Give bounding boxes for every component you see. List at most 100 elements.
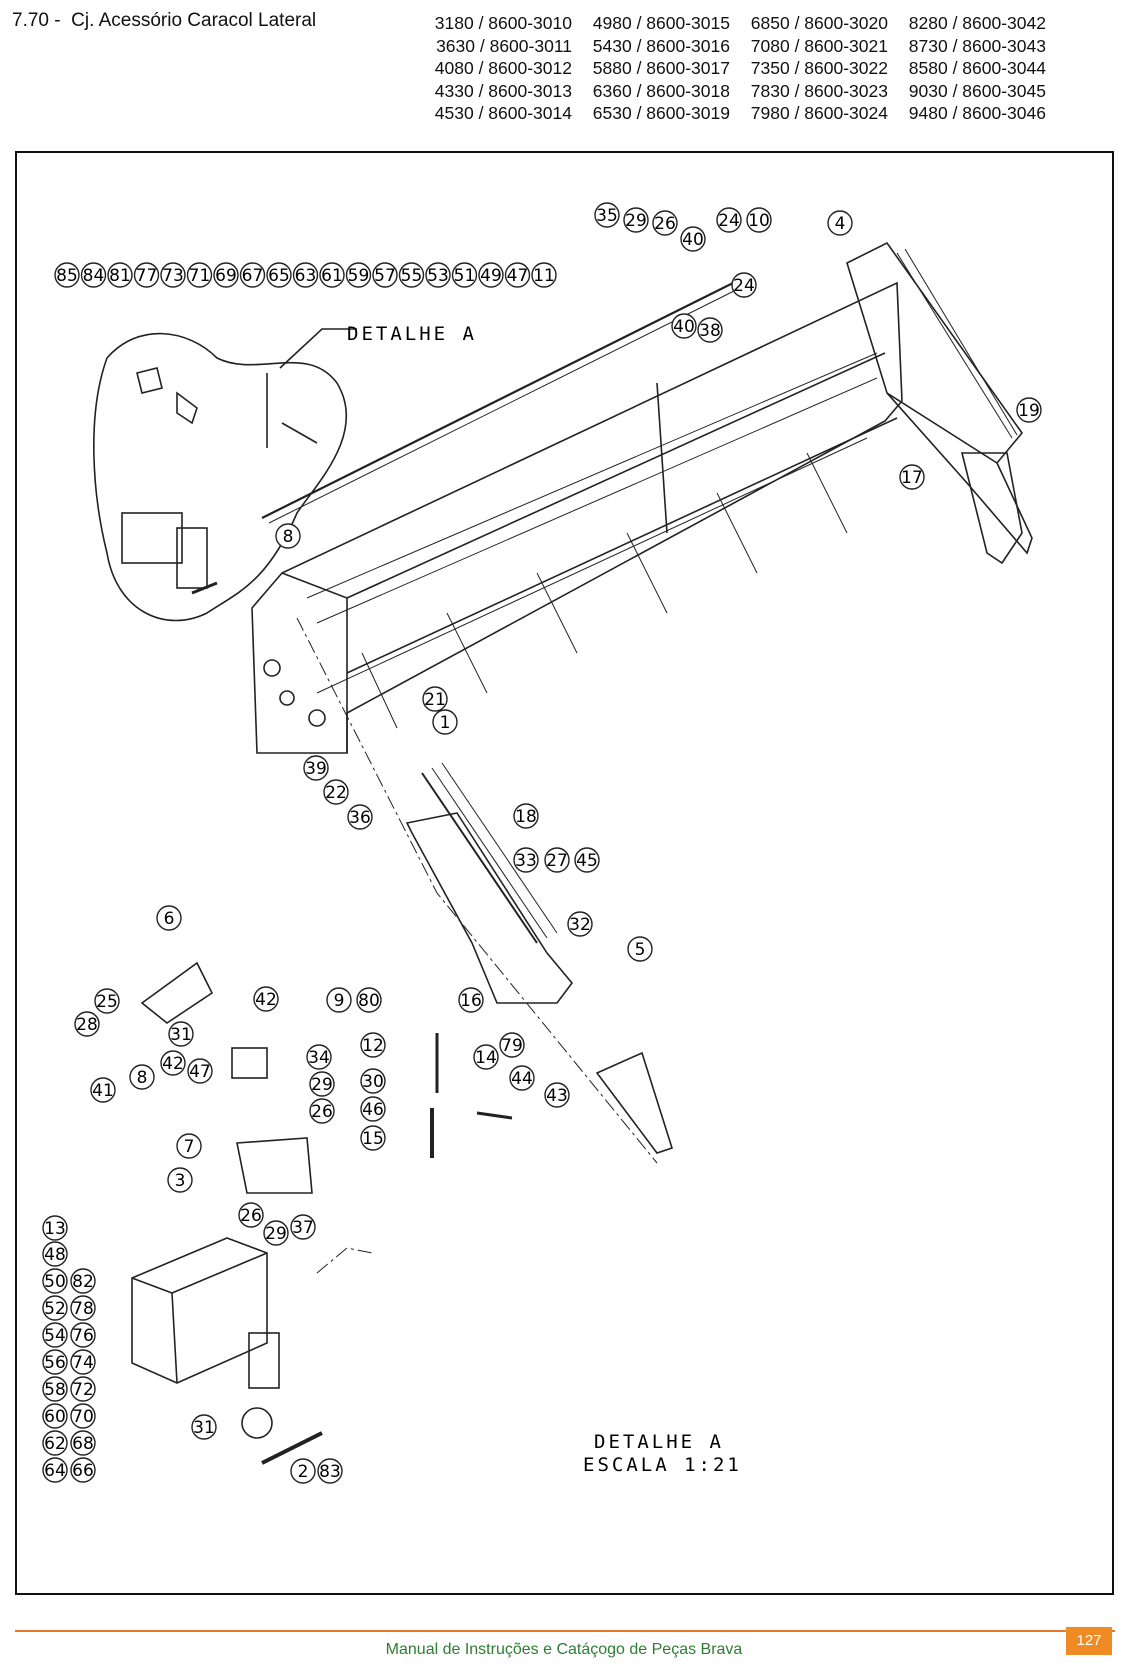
callout-circle [187, 1058, 213, 1084]
callout-bubble: 52 [42, 1295, 68, 1321]
callout-number: 43 [546, 1086, 568, 1106]
callout-number: 72 [72, 1380, 94, 1400]
model-code: 4330 / 8600-3013 [434, 80, 572, 101]
callout-bubble: 11 [531, 262, 557, 288]
callout-number: 60 [44, 1407, 66, 1427]
callout-circle [306, 1044, 332, 1070]
callout-bubble: 36 [347, 804, 373, 830]
model-code: 6850 / 8600-3020 [750, 13, 888, 33]
callout-bubble: 40 [680, 226, 706, 252]
callout-number: 81 [109, 266, 131, 286]
callout-circle [156, 905, 182, 931]
callout-circle [309, 1098, 335, 1124]
callout-circle [323, 779, 349, 805]
callout-bubble: 42 [160, 1050, 186, 1076]
callout-number: 84 [83, 266, 105, 286]
callout-number: 29 [311, 1075, 333, 1095]
callout-circle [513, 847, 539, 873]
callout-number: 2 [298, 1462, 309, 1482]
callout-number: 8 [137, 1068, 148, 1088]
callout-bubble: 81 [107, 262, 133, 288]
callout-number: 38 [699, 321, 721, 341]
callout-bubble: 53 [425, 262, 451, 288]
callout-bubble: 33 [513, 847, 539, 873]
callout-circle [253, 986, 279, 1012]
callout-number: 54 [44, 1326, 66, 1346]
callout-circle [372, 262, 398, 288]
callout-bubble: 8 [129, 1064, 155, 1090]
callout-bubble: 80 [356, 987, 382, 1013]
callout-circle [94, 988, 120, 1014]
callout-circle [303, 755, 329, 781]
callout-bubble: 12 [360, 1032, 386, 1058]
callout-bubble: 54 [42, 1322, 68, 1348]
callout-bubble: 10 [746, 207, 772, 233]
callout-number: 47 [507, 266, 529, 286]
callout-circle [239, 262, 266, 288]
model-column-3: 6850 / 8600-3020 7080 / 8600-3021 7350 /… [746, 12, 888, 125]
callout-bubble: 48 [42, 1241, 68, 1267]
oil-tank [131, 1237, 268, 1384]
callout-number: 82 [72, 1272, 94, 1292]
callout-number: 26 [240, 1206, 262, 1226]
callout-circle [326, 987, 352, 1013]
callout-bubble: 60 [42, 1403, 68, 1429]
callout-number: 18 [515, 807, 537, 827]
callout-number: 44 [511, 1069, 533, 1089]
callout-number: 67 [242, 266, 264, 286]
callout-bubble: 47 [187, 1058, 213, 1084]
callout-number: 42 [255, 990, 277, 1010]
callout-bubble: 27 [544, 847, 570, 873]
callout-number: 30 [362, 1072, 384, 1092]
callout-circle [42, 1215, 68, 1241]
callout-bubble: 64 [42, 1457, 68, 1483]
callout-bubble: 37 [290, 1214, 316, 1240]
callout-bubble: 26 [309, 1098, 335, 1124]
callout-circle [42, 1322, 68, 1348]
callout-circle [292, 262, 319, 288]
callout-circle [186, 262, 213, 288]
callout-circle [680, 226, 706, 252]
model-code: 3180 / 8600-3010 [434, 13, 572, 33]
model-code: 6360 / 8600-3018 [592, 80, 730, 101]
callout-number: 24 [733, 276, 755, 296]
callout-circle [238, 1202, 264, 1228]
callout-number: 17 [901, 468, 923, 488]
callout-circle [697, 317, 723, 343]
callout-circle [42, 1349, 68, 1375]
callout-bubble: 30 [360, 1068, 386, 1094]
callout-bubble: 55 [398, 262, 425, 288]
callout-circle [425, 262, 451, 288]
chute [405, 812, 574, 1004]
callout-number: 69 [215, 266, 237, 286]
callout-number: 52 [44, 1299, 66, 1319]
callout-number: 56 [44, 1353, 66, 1373]
callout-number: 4 [835, 214, 846, 234]
callout-number: 33 [515, 851, 537, 871]
callout-bubble: 13 [42, 1215, 68, 1241]
callout-circle [133, 262, 160, 288]
callout-circle [360, 1125, 386, 1151]
callout-bubble: 58 [42, 1376, 68, 1402]
callout-circle [42, 1430, 68, 1456]
callout-number: 74 [72, 1353, 94, 1373]
callout-circle [623, 207, 649, 233]
callout-number: 80 [358, 991, 380, 1011]
callout-bubble: 3 [167, 1167, 193, 1193]
callout-circle [478, 262, 504, 288]
model-column-1: 3180 / 8600-3010 3630 / 8600-3011 4080 /… [430, 12, 572, 125]
callout-bubble: 63 [292, 262, 319, 288]
callout-number: 21 [424, 690, 446, 710]
callout-bubble: 82 [70, 1268, 96, 1294]
callout-number: 40 [682, 230, 704, 250]
callout-number: 16 [460, 991, 482, 1011]
callout-circle [319, 262, 345, 288]
callout-number: 31 [170, 1025, 192, 1045]
callout-bubble: 78 [70, 1295, 96, 1321]
callout-bubble: 77 [133, 262, 160, 288]
top-rail [261, 280, 738, 519]
callout-number: 7 [184, 1137, 195, 1157]
callout-bubble: 70 [70, 1403, 96, 1429]
callout-circle [70, 1457, 96, 1483]
